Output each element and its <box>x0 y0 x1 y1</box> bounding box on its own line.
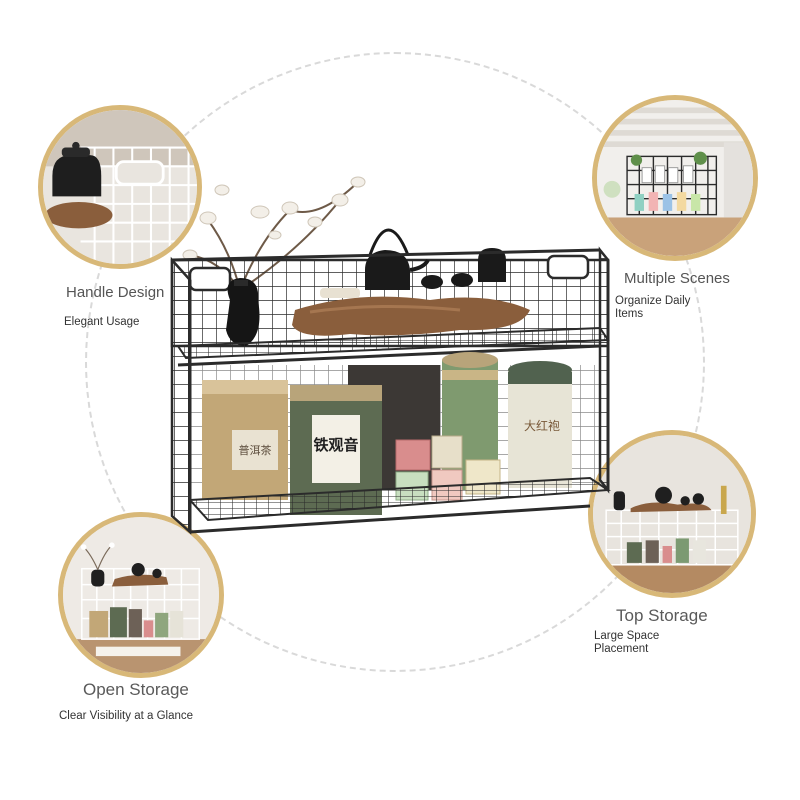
top-storage-title: Top Storage <box>616 606 708 625</box>
handle-design-title: Handle Design <box>66 284 165 301</box>
kitchen-scene-illustration <box>597 100 753 256</box>
top-storage-illustration <box>593 435 751 593</box>
multiple-scenes-subtitle: Organize Daily Items <box>615 295 691 320</box>
handle-design-subtitle: Elegant Usage <box>64 316 140 328</box>
wire-rack-product-image: 普洱茶 铁观音 大红袍 <box>160 160 620 550</box>
tin-label-tieguanyin: 铁观音 <box>313 436 358 454</box>
top-storage-detail-image <box>588 430 756 598</box>
open-storage-title: Open Storage <box>83 680 189 699</box>
open-storage-subtitle: Clear Visibility at a Glance <box>59 710 194 722</box>
open-storage-illustration <box>63 517 219 673</box>
top-storage-subtitle: Large Space Placement <box>594 630 660 655</box>
tin-label-dahongpao: 大红袍 <box>524 418 560 433</box>
tin-label-puer: 普洱茶 <box>239 443 272 457</box>
dashed-ring-decoration <box>85 52 705 672</box>
handle-closeup-illustration <box>43 110 197 264</box>
wire-rack-illustration: 普洱茶 铁观音 大红袍 <box>170 176 611 535</box>
multiple-scenes-title: Multiple Scenes <box>624 270 730 287</box>
open-storage-detail-image <box>58 512 224 678</box>
handle-design-detail-image <box>38 105 202 269</box>
